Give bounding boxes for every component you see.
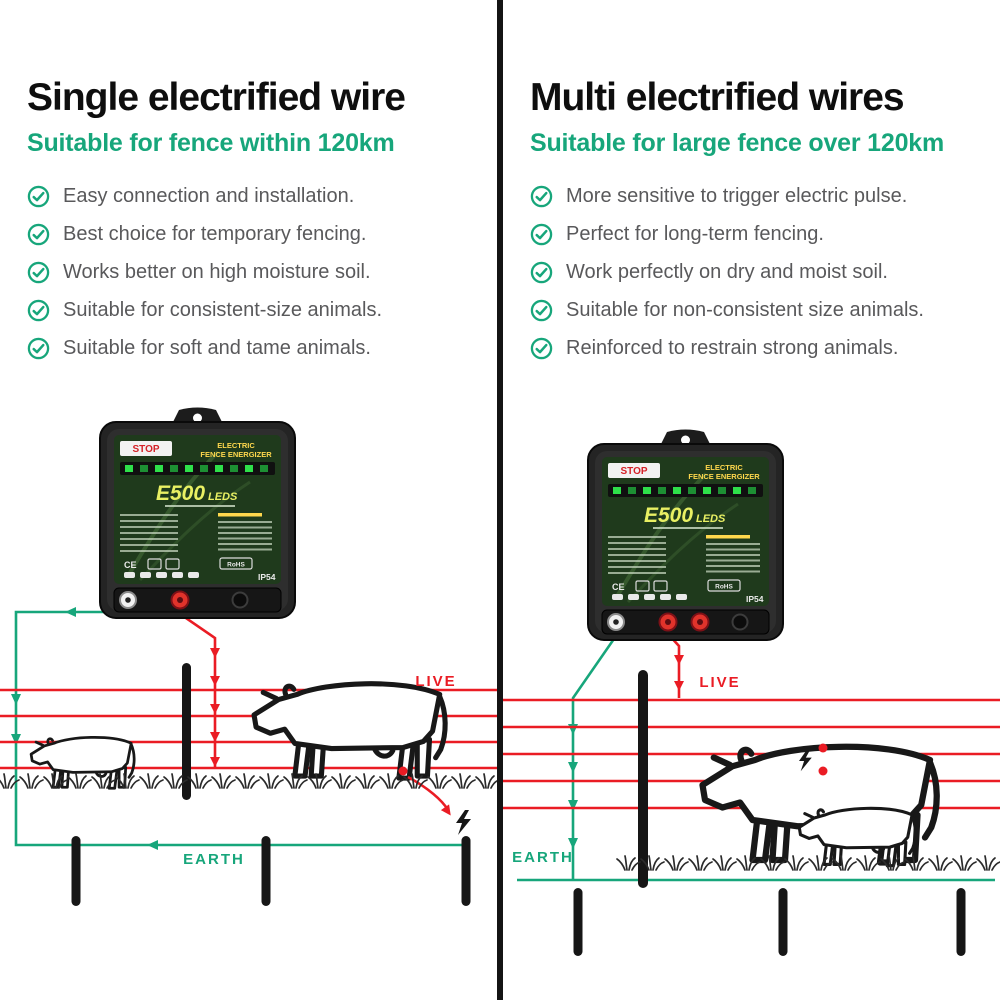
cow-icon xyxy=(254,684,445,778)
check-icon xyxy=(530,223,553,246)
ce-mark: CE xyxy=(612,582,625,592)
feature-text: Perfect for long-term fencing. xyxy=(566,222,824,245)
shock-point xyxy=(818,743,828,753)
earth-label: EARTH xyxy=(183,851,245,868)
lightning-icon xyxy=(456,810,471,835)
rohs-mark: RoHS xyxy=(715,584,733,591)
fine-print xyxy=(120,514,178,552)
check-icon xyxy=(530,185,553,208)
energizer-device: STOP ELECTRIC FENCE ENERGIZER E500 LEDS … xyxy=(587,429,784,641)
check-icon xyxy=(27,185,50,208)
model-label: E500 xyxy=(156,482,205,505)
fence-post xyxy=(182,663,191,800)
check-icon xyxy=(27,299,50,322)
earth-label: EARTH xyxy=(512,849,574,866)
list-item: Work perfectly on dry and moist soil. xyxy=(530,261,984,284)
page-title: Multi electrified wires xyxy=(530,76,905,119)
device-type-line1: ELECTRIC xyxy=(705,463,743,472)
shock-point xyxy=(398,766,408,776)
multi-wire-column: Multi electrified wires Suitable for lar… xyxy=(503,0,1000,1000)
device-type-line2: FENCE ENERGIZER xyxy=(200,450,272,459)
animal-icons xyxy=(612,594,687,600)
model-label: E500 xyxy=(644,504,693,527)
check-icon xyxy=(27,337,50,360)
led-row xyxy=(125,465,268,472)
feature-text: Suitable for consistent-size animals. xyxy=(63,298,383,321)
feature-text: Reinforced to restrain strong animals. xyxy=(566,336,899,359)
feature-text: Suitable for soft and tame animals. xyxy=(63,336,371,359)
list-item: Works better on high moisture soil. xyxy=(27,261,481,284)
list-item: More sensitive to trigger electric pulse… xyxy=(530,185,984,208)
check-icon xyxy=(530,299,553,322)
live-label: LIVE xyxy=(699,674,740,691)
center-divider xyxy=(497,0,503,1000)
rohs-mark: RoHS xyxy=(227,562,245,569)
multi-wire-text-block: Multi electrified wires Suitable for lar… xyxy=(503,0,1000,360)
page-title: Single electrified wire xyxy=(27,76,406,119)
fine-print xyxy=(608,536,666,574)
list-item: Suitable for soft and tame animals. xyxy=(27,337,481,360)
check-icon xyxy=(530,337,553,360)
ground-posts xyxy=(573,888,966,956)
terminal-knob xyxy=(731,613,749,631)
feature-text: Works better on high moisture soil. xyxy=(63,260,371,283)
led-row xyxy=(613,487,756,494)
check-icon xyxy=(27,261,50,284)
ground-posts xyxy=(71,836,471,906)
list-item: Perfect for long-term fencing. xyxy=(530,223,984,246)
feature-text: Best choice for temporary fencing. xyxy=(63,222,367,245)
lightning-icon xyxy=(799,750,812,772)
feature-list: More sensitive to trigger electric pulse… xyxy=(530,185,984,360)
page-subtitle: Suitable for fence within 120km xyxy=(27,128,395,157)
list-item: Reinforced to restrain strong animals. xyxy=(530,337,984,360)
feature-text: More sensitive to trigger electric pulse… xyxy=(566,184,908,207)
list-item: Best choice for temporary fencing. xyxy=(27,223,481,246)
check-icon xyxy=(27,223,50,246)
feature-text: Easy connection and installation. xyxy=(63,184,355,207)
live-label: LIVE xyxy=(415,673,456,690)
check-icon xyxy=(530,261,553,284)
energizer-device: STOP ELECTRIC FENCE ENERGIZER E500 LEDS … xyxy=(99,407,296,619)
brand-label: STOP xyxy=(620,466,647,477)
device-type-line1: ELECTRIC xyxy=(217,441,255,450)
single-wire-text-block: Single electrified wire Suitable for fen… xyxy=(0,0,497,360)
single-wire-diagram: LIVE EARTH STOP ELECTRIC FENCE ENERGIZER xyxy=(0,407,497,906)
page-subtitle: Suitable for large fence over 120km xyxy=(530,128,945,157)
feature-text: Suitable for non-consistent size animals… xyxy=(566,298,924,321)
list-item: Suitable for non-consistent size animals… xyxy=(530,299,984,322)
model-suffix-label: LEDS xyxy=(696,513,726,525)
mount-hole xyxy=(193,413,202,423)
shock-arrowhead xyxy=(440,804,451,816)
grass xyxy=(616,855,1000,871)
fence-post xyxy=(638,670,648,888)
model-suffix-label: LEDS xyxy=(208,491,238,503)
terminal-knob xyxy=(231,591,249,609)
feature-list: Easy connection and installation. Best c… xyxy=(27,185,481,360)
list-item: Suitable for consistent-size animals. xyxy=(27,299,481,322)
device-type-line2: FENCE ENERGIZER xyxy=(688,472,760,481)
brand-label: STOP xyxy=(132,444,159,455)
ip54-mark: IP54 xyxy=(746,594,764,604)
animal-icons xyxy=(124,572,199,578)
feature-text: Work perfectly on dry and moist soil. xyxy=(566,260,888,283)
single-wire-column: Single electrified wire Suitable for fen… xyxy=(0,0,497,1000)
multi-wire-diagram: LIVE EARTH STOP ELECTRIC FENCE ENERGIZER xyxy=(503,429,1000,956)
list-item: Easy connection and installation. xyxy=(27,185,481,208)
mount-hole xyxy=(681,435,690,445)
ip54-mark: IP54 xyxy=(258,572,276,582)
shock-point xyxy=(818,766,828,776)
ce-mark: CE xyxy=(124,560,137,570)
